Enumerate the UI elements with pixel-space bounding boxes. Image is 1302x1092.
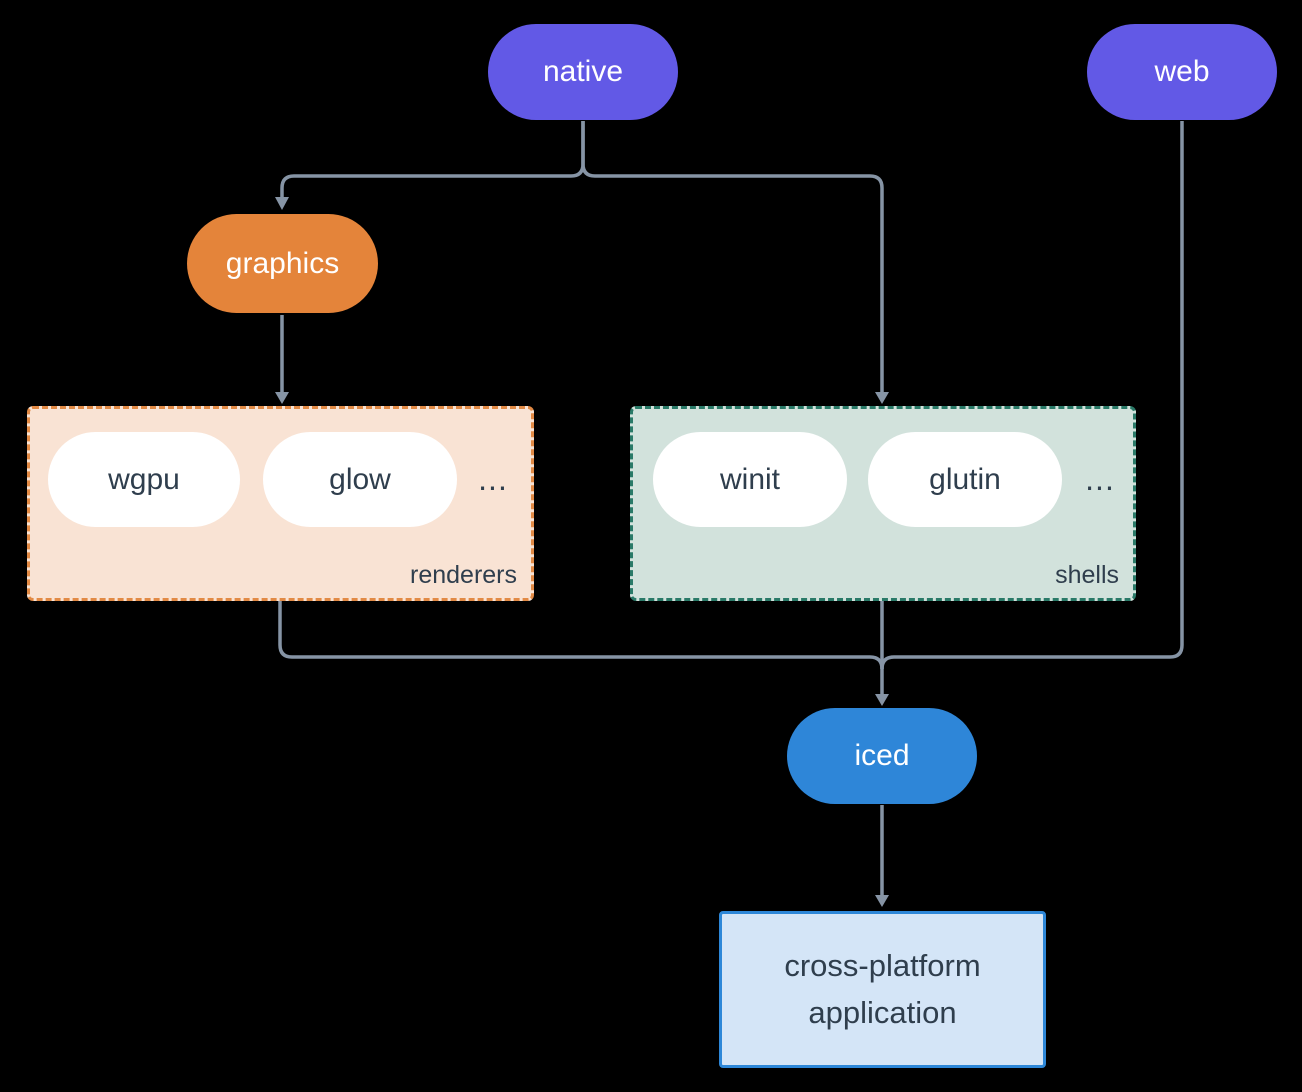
node-web: web bbox=[1087, 24, 1277, 120]
node-wgpu: wgpu bbox=[48, 432, 240, 527]
edge-native-shells bbox=[581, 121, 884, 392]
group-renderers: wgpu glow ... renderers bbox=[27, 406, 534, 601]
shells-group-label: shells bbox=[1055, 561, 1119, 589]
node-glutin: glutin bbox=[868, 432, 1062, 527]
node-winit: winit bbox=[653, 432, 847, 527]
arrowhead-shells bbox=[875, 392, 889, 404]
arrowhead-renderers bbox=[275, 392, 289, 404]
renderers-group-label: renderers bbox=[410, 561, 517, 589]
group-shells: winit glutin ... shells bbox=[630, 406, 1136, 601]
node-native: native bbox=[488, 24, 678, 120]
shells-ellipsis: ... bbox=[1085, 461, 1115, 497]
arrowhead-application bbox=[875, 895, 889, 907]
edge-renderers-iced bbox=[278, 601, 884, 670]
node-iced: iced bbox=[787, 708, 977, 804]
node-glow: glow bbox=[263, 432, 457, 527]
arrowhead-iced bbox=[875, 694, 889, 706]
node-graphics: graphics bbox=[187, 214, 378, 313]
node-cross-platform-application: cross-platform application bbox=[719, 911, 1046, 1068]
edge-native-graphics bbox=[280, 121, 585, 197]
arrowhead-graphics bbox=[275, 197, 289, 210]
renderers-ellipsis: ... bbox=[478, 461, 508, 497]
